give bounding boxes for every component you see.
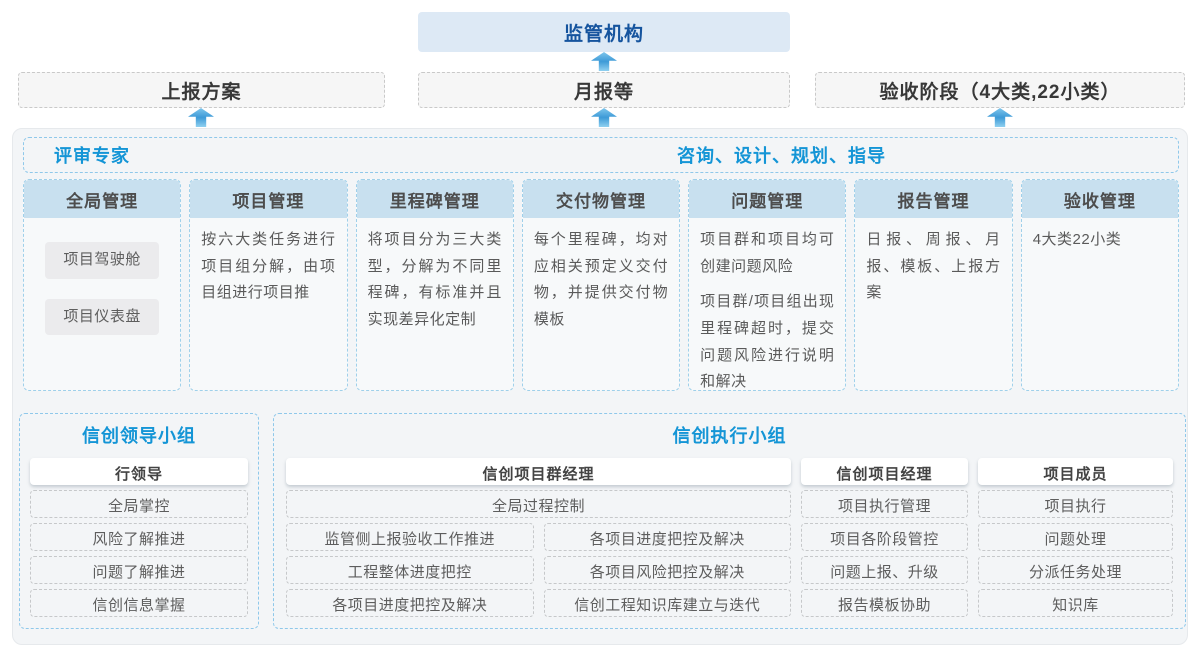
column-acceptance-management: 验收管理 4大类22小类	[1020, 179, 1179, 391]
column-body: 日报、周报、月报、模板、上报方案	[855, 218, 1011, 307]
pm-item: 项目执行管理	[801, 490, 968, 518]
column-text: 将项目分为三大类型，分解为不同里程碑，有标准并且实现差异化定制	[367, 231, 502, 329]
column-title: 项目管理	[190, 180, 347, 218]
column-body: 按六大类任务进行项目组分解，由项目组进行项目推	[190, 218, 346, 307]
member-item: 知识库	[978, 589, 1173, 617]
member-item: 问题处理	[978, 523, 1173, 551]
column-deliverable-management: 交付物管理 每个里程碑，均对应相关预定义交付物，并提供交付物模板	[521, 179, 681, 391]
leader-item: 风险了解推进	[30, 523, 248, 551]
leader-item: 问题了解推进	[30, 556, 248, 584]
chip-project-dashboard: 项目仪表盘	[45, 298, 160, 336]
advisors-strip: 评审专家 咨询、设计、规划、指导	[23, 137, 1179, 173]
project-manager-column: 信创项目经理 项目执行管理 项目各阶段管控 问题上报、升级 报告模板协助	[801, 458, 968, 617]
column-title: 验收管理	[1021, 180, 1178, 218]
column-title: 里程碑管理	[356, 180, 513, 218]
member-item: 分派任务处理	[978, 556, 1173, 584]
pg-item: 信创工程知识库建立与迭代	[543, 589, 791, 617]
column-project-management: 项目管理 按六大类任务进行项目组分解，由项目组进行项目推	[189, 179, 348, 391]
role-bank-leader: 行领导	[30, 458, 248, 485]
column-text: 项目群/项目组出现里程碑超时，提交问题风险进行说明和解决	[700, 293, 835, 391]
up-arrow-icon	[987, 108, 1013, 127]
column-title: 交付物管理	[522, 180, 680, 218]
pm-item: 项目各阶段管控	[801, 523, 968, 551]
leader-body: 行领导 全局掌控 风险了解推进 问题了解推进 信创信息掌握	[20, 448, 258, 617]
group-title: 信创领导小组	[82, 426, 196, 446]
column-body: 项目群和项目均可创建问题风险 项目群/项目组出现里程碑超时，提交问题风险进行说明…	[689, 218, 845, 391]
column-body: 项目驾驶舱 项目仪表盘	[24, 218, 180, 340]
column-milestone-management: 里程碑管理 将项目分为三大类型，分解为不同里程碑，有标准并且实现差异化定制	[355, 179, 514, 391]
stage-acceptance: 验收阶段（4大类,22小类）	[815, 72, 1185, 108]
role-program-manager: 信创项目群经理	[286, 458, 791, 485]
pm-item: 报告模板协助	[801, 589, 968, 617]
member-item: 项目执行	[978, 490, 1173, 518]
pg-item: 各项目进度把控及解决	[543, 523, 791, 551]
column-body: 4大类22小类	[1022, 218, 1178, 254]
up-arrow-icon	[591, 52, 617, 71]
leadership-group: 信创领导小组 行领导 全局掌控 风险了解推进 问题了解推进 信创信息掌握	[19, 413, 259, 629]
regulator-box: 监管机构	[418, 12, 790, 52]
chip-project-cockpit: 项目驾驶舱	[45, 242, 160, 279]
column-title: 全局管理	[24, 180, 181, 218]
up-arrow-icon	[188, 108, 214, 127]
column-global-management: 全局管理 项目驾驶舱 项目仪表盘	[23, 179, 182, 391]
program-manager-column: 信创项目群经理 全局过程控制 监管侧上报验收工作推进 各项目进度把控及解决 工程…	[286, 458, 791, 617]
column-title: 报告管理	[855, 180, 1012, 218]
column-body: 将项目分为三大类型，分解为不同里程碑，有标准并且实现差异化定制	[357, 218, 513, 334]
column-text: 日报、周报、月报、模板、上报方案	[866, 231, 1001, 302]
pg-item: 各项目风险把控及解决	[543, 556, 791, 584]
pg-item: 工程整体进度把控	[286, 556, 534, 584]
consult-label: 咨询、设计、规划、指导	[677, 146, 886, 166]
experts-label: 评审专家	[54, 146, 130, 166]
executor-group: 信创执行小组 信创项目群经理 全局过程控制 监管侧上报验收工作推进 各项目进度把…	[273, 413, 1186, 629]
column-title: 问题管理	[689, 180, 846, 218]
column-report-management: 报告管理 日报、周报、月报、模板、上报方案	[854, 179, 1013, 391]
leader-item: 全局掌控	[30, 490, 248, 518]
role-project-member: 项目成员	[978, 458, 1173, 485]
column-text: 4大类22小类	[1032, 231, 1122, 248]
column-text: 每个里程碑，均对应相关预定义交付物，并提供交付物模板	[533, 231, 669, 329]
pg-item: 各项目进度把控及解决	[286, 589, 534, 617]
pg-item: 监管侧上报验收工作推进	[286, 523, 534, 551]
pm-item: 问题上报、升级	[801, 556, 968, 584]
platform-panel: 评审专家 咨询、设计、规划、指导 全局管理 项目驾驶舱 项目仪表盘 项目管理 按…	[12, 128, 1188, 645]
column-body: 每个里程碑，均对应相关预定义交付物，并提供交付物模板	[523, 218, 679, 334]
pg-item-wide: 全局过程控制	[286, 490, 791, 518]
stage-monthly-report: 月报等	[418, 72, 790, 108]
group-title: 信创执行小组	[672, 426, 787, 446]
project-member-column: 项目成员 项目执行 问题处理 分派任务处理 知识库	[978, 458, 1173, 617]
column-issue-management: 问题管理 项目群和项目均可创建问题风险 项目群/项目组出现里程碑超时，提交问题风…	[688, 179, 847, 391]
up-arrow-icon	[591, 108, 617, 127]
executor-body: 信创项目群经理 全局过程控制 监管侧上报验收工作推进 各项目进度把控及解决 工程…	[274, 448, 1185, 617]
column-text: 按六大类任务进行项目组分解，由项目组进行项目推	[201, 231, 336, 302]
management-columns: 全局管理 项目驾驶舱 项目仪表盘 项目管理 按六大类任务进行项目组分解，由项目组…	[23, 179, 1179, 391]
column-text: 项目群和项目均可创建问题风险	[700, 231, 835, 275]
stage-report-plan: 上报方案	[18, 72, 385, 108]
pg-items-grid: 监管侧上报验收工作推进 各项目进度把控及解决 工程整体进度把控 各项目风险把控及…	[286, 523, 791, 617]
leader-item: 信创信息掌握	[30, 589, 248, 617]
role-project-manager: 信创项目经理	[801, 458, 968, 485]
